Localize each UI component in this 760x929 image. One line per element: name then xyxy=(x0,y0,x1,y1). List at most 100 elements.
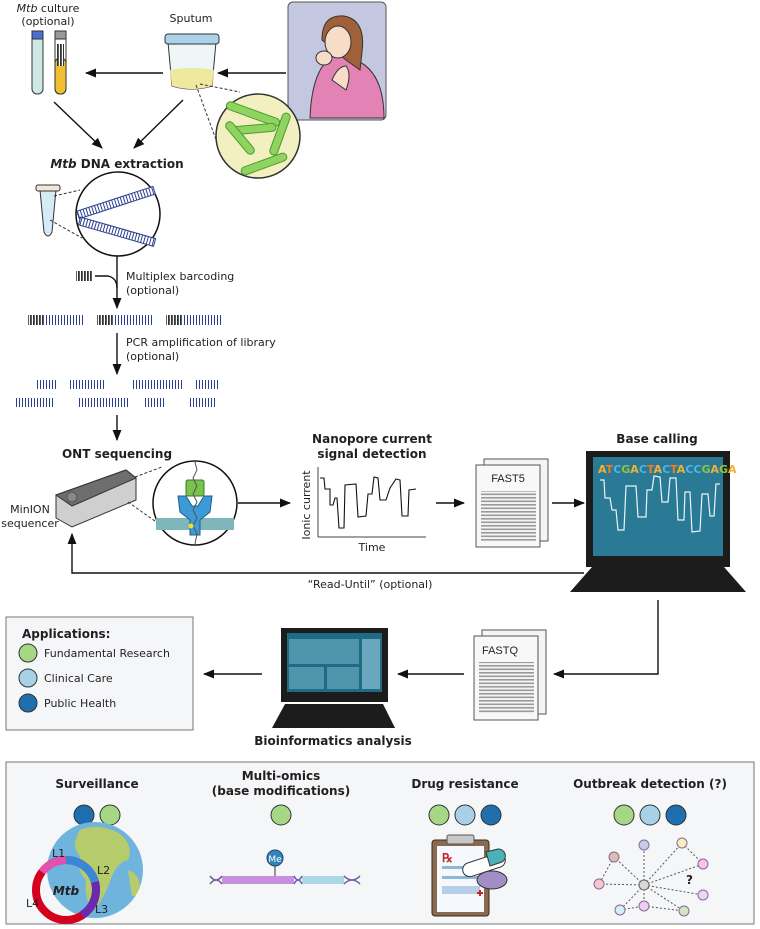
arrow-culture-to-extraction xyxy=(53,101,103,149)
nanopore-magnifier-icon xyxy=(127,460,238,546)
network-node xyxy=(678,905,690,917)
base-letter: G xyxy=(621,463,630,476)
application-title: Drug resistance xyxy=(411,777,518,791)
application-dot xyxy=(428,804,450,826)
application-subtitle: (base modifications) xyxy=(212,784,350,798)
fast5-label: FAST5 xyxy=(491,473,525,485)
outbreak-network-icon xyxy=(593,837,709,917)
legend-title: Applications: xyxy=(22,627,110,641)
application-title: Outbreak detection (?) xyxy=(573,777,727,791)
lineage-l2: L2 xyxy=(97,864,110,877)
rx-symbol: ℞ xyxy=(442,851,453,865)
coughing-patient-illustration xyxy=(287,1,387,121)
application-dot xyxy=(270,804,292,826)
application-dot xyxy=(73,804,95,826)
lineage-l4: L4 xyxy=(26,897,39,910)
base-letter: A xyxy=(630,463,639,476)
network-node xyxy=(638,839,650,851)
legend-item-label: Clinical Care xyxy=(44,672,113,685)
barcoding-label: Multiplex barcoding xyxy=(126,270,234,283)
signal-ylabel: Ionic current xyxy=(300,470,313,540)
bioinformatics-laptop-icon xyxy=(272,628,395,728)
read-until-label: “Read-Until” (optional) xyxy=(308,578,433,591)
base-letter: A xyxy=(677,463,686,476)
legend-swatch xyxy=(18,693,38,713)
application-title: Multi-omics xyxy=(242,769,321,783)
network-edge xyxy=(598,883,645,886)
dna-extraction-icon xyxy=(35,171,161,257)
base-letter: A xyxy=(598,463,607,476)
arrow-to-fastq xyxy=(552,600,659,679)
basecalling-label: Base calling xyxy=(616,432,697,446)
ont-label: ONT sequencing xyxy=(62,447,172,461)
surveillance-center-label: Mtb xyxy=(53,884,80,898)
bioinformatics-label: Bioinformatics analysis xyxy=(254,734,412,748)
culture-tubes-icon xyxy=(31,30,67,95)
pcr-label: PCR amplification of library xyxy=(126,336,276,349)
application-dot xyxy=(454,804,476,826)
base-letter: C xyxy=(613,463,621,476)
base-letter: C xyxy=(662,463,670,476)
network-node xyxy=(676,837,688,849)
drug-resistance-clipboard-icon xyxy=(431,834,508,917)
network-node xyxy=(608,851,620,863)
application-dot xyxy=(639,804,661,826)
signal-title-line2: signal detection xyxy=(317,447,426,461)
base-letter: A xyxy=(654,463,663,476)
lineage-l3: L3 xyxy=(95,903,108,916)
application-dot xyxy=(665,804,687,826)
minion-label-line2: sequencer xyxy=(1,517,59,530)
minion-sequencer-icon xyxy=(54,469,137,528)
pcr-optional: (optional) xyxy=(126,350,179,363)
network-edge xyxy=(613,856,645,886)
base-letter: T xyxy=(647,463,655,476)
amplified-fragments xyxy=(14,380,219,407)
fastq-file-icon xyxy=(473,629,547,721)
arrow-sputum-to-extraction xyxy=(133,99,184,149)
network-edge xyxy=(619,884,645,911)
legend-swatch xyxy=(18,668,38,688)
barcoding-optional: (optional) xyxy=(126,284,179,297)
arrow-read-until xyxy=(67,532,584,574)
bacteria-magnifier-icon xyxy=(195,83,301,179)
network-edge xyxy=(643,863,704,886)
network-node xyxy=(593,878,605,890)
base-letter: C xyxy=(639,463,647,476)
base-letter: A xyxy=(728,463,737,476)
application-dot xyxy=(99,804,121,826)
culture-optional: (optional) xyxy=(21,15,74,28)
signal-xlabel: Time xyxy=(358,541,386,554)
base-letter: C xyxy=(693,463,701,476)
applications-legend: Applications: Fundamental ResearchClinic… xyxy=(5,616,194,731)
sputum-cup-icon xyxy=(164,33,220,90)
fast5-file-icon xyxy=(475,458,549,548)
barcode-icon xyxy=(76,271,93,281)
sputum-label: Sputum xyxy=(170,12,213,25)
network-node xyxy=(697,858,709,870)
application-dot xyxy=(480,804,502,826)
base-letter: T xyxy=(606,463,614,476)
network-node xyxy=(614,904,626,916)
network-edge xyxy=(643,905,685,912)
extraction-label: Mtb DNA extraction xyxy=(50,157,183,171)
legend-item-label: Fundamental Research xyxy=(44,647,170,660)
legend-swatch xyxy=(18,643,38,663)
network-edge xyxy=(643,884,704,896)
outbreak-question: ? xyxy=(686,873,693,887)
network-node xyxy=(697,889,709,901)
base-letter: G xyxy=(719,463,728,476)
lineage-l1: L1 xyxy=(52,847,65,860)
basecalling-laptop-icon xyxy=(570,451,746,592)
application-dot xyxy=(613,804,635,826)
network-edge xyxy=(643,842,683,886)
barcoded-fragments xyxy=(28,315,221,325)
minion-label-line1: MinION xyxy=(10,503,50,516)
surveillance-globe-icon xyxy=(32,822,143,924)
methyl-label: Me xyxy=(268,855,282,865)
basecall-sequence: ATCGACTACTACCGAGA xyxy=(598,463,737,476)
base-letter: T xyxy=(670,463,678,476)
fastq-label: FASTQ xyxy=(482,645,519,657)
legend-item-label: Public Health xyxy=(44,697,116,710)
base-letter: G xyxy=(701,463,710,476)
methylated-dna-icon xyxy=(209,849,361,885)
